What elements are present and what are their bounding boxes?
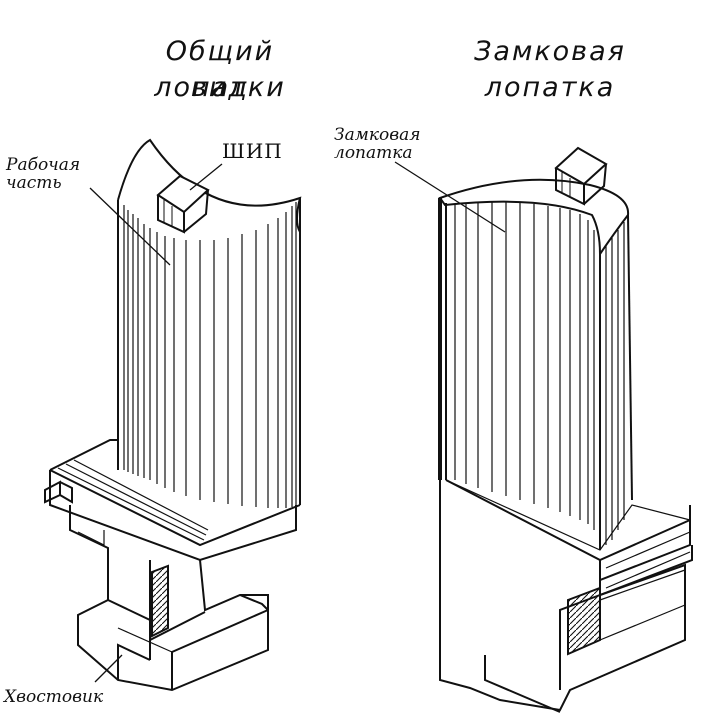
leader-working-part: [89, 187, 171, 266]
label-shank: Хвостовик: [4, 687, 104, 707]
leader-lock-blade: [394, 161, 506, 233]
right-tenon-block: [554, 146, 608, 206]
label-working-part-line2: часть: [6, 173, 62, 193]
left-title-line2: лопатки: [154, 72, 286, 103]
label-lock-blade-line1: Замковая: [334, 125, 421, 145]
leader-shank: [94, 654, 123, 683]
right-shank-block: [439, 520, 686, 713]
leader-tenon: [189, 163, 223, 191]
leader-lines: [89, 161, 506, 683]
left-blade: [44, 138, 302, 692]
right-title-line2: лопатка: [484, 72, 616, 103]
left-title-line1: Общий вид: [165, 36, 275, 103]
right-title-line1: Замковая: [474, 36, 626, 67]
label-working-part-line1: Рабочая: [6, 155, 81, 175]
right-blade: [438, 146, 693, 713]
label-tenon: ШИП: [222, 139, 283, 163]
shank-block: [69, 505, 269, 692]
label-lock-blade-line2: лопатка: [334, 143, 413, 163]
